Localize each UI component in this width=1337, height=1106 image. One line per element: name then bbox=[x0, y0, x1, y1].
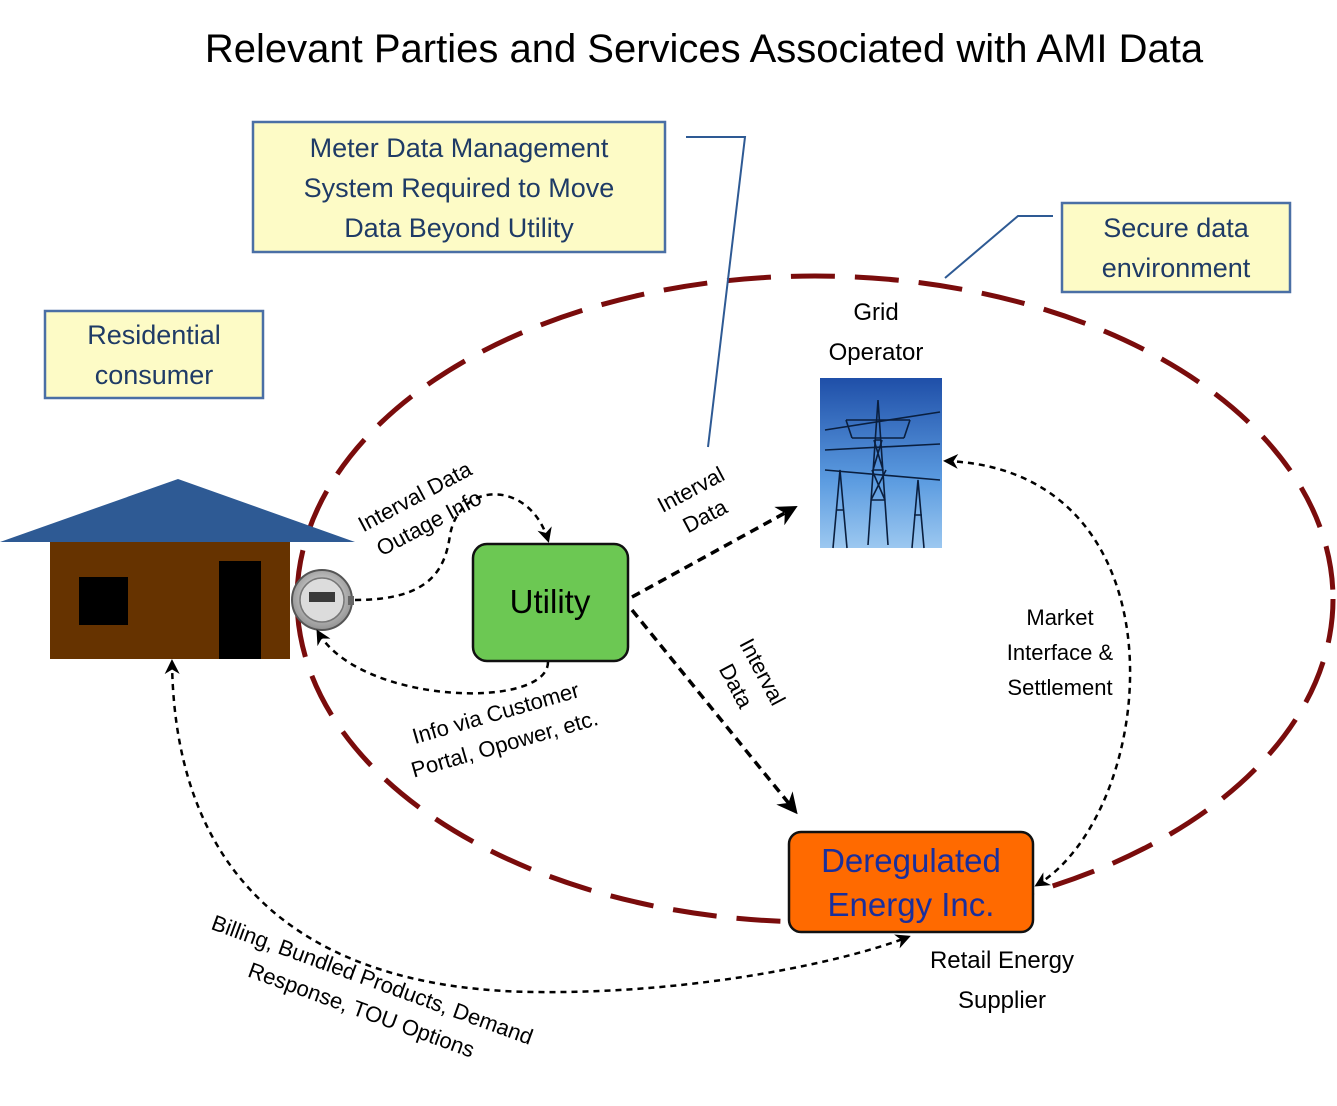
flow-label-grid-deregulated-line-3: Settlement bbox=[1007, 675, 1112, 700]
residential-callout-line-2: consumer bbox=[95, 360, 214, 390]
house-icon bbox=[0, 479, 355, 659]
deregulated-energy-node: Deregulated Energy Inc. bbox=[787, 830, 1035, 934]
flow-utility-to-deregulated bbox=[630, 608, 798, 815]
flow-grid-deregulated bbox=[943, 453, 1132, 887]
secure-data-boundary bbox=[294, 273, 1336, 925]
secure-env-callout-line-2: environment bbox=[1102, 253, 1251, 283]
secure-env-callout: Secure data environment bbox=[1060, 201, 1292, 294]
residential-callout-line-1: Residential bbox=[87, 320, 221, 350]
flow-label-grid-deregulated-line-1: Market bbox=[1026, 605, 1093, 630]
flow-label-grid-deregulated: Market Interface & Settlement bbox=[1007, 605, 1114, 700]
mdms-callout: Meter Data Management System Required to… bbox=[251, 120, 667, 254]
flow-label-grid-deregulated-line-2: Interface & bbox=[1007, 640, 1114, 665]
secure-env-callout-leader bbox=[944, 215, 1053, 279]
flow-label-utility-to-grid: Interval Data bbox=[653, 462, 732, 538]
flow-label-house-deregulated: Billing, Bundled Products, Demand Respon… bbox=[208, 910, 536, 1063]
secure-env-callout-line-1: Secure data bbox=[1103, 213, 1250, 243]
mdms-callout-line-3: Data Beyond Utility bbox=[344, 213, 574, 243]
retail-supplier-label-line-2: Supplier bbox=[958, 987, 1046, 1014]
utility-label: Utility bbox=[510, 583, 591, 620]
residential-callout: Residential consumer bbox=[43, 309, 265, 400]
grid-operator-label-line-1: Grid bbox=[853, 299, 898, 326]
flow-label-meter-to-utility: Interval Data Outage Info bbox=[354, 456, 486, 561]
grid-operator-label-line-2: Operator bbox=[829, 339, 924, 366]
flow-house-deregulated bbox=[164, 659, 911, 994]
mdms-callout-leader bbox=[686, 136, 747, 448]
flow-utility-to-grid bbox=[631, 505, 798, 599]
mdms-callout-line-2: System Required to Move bbox=[304, 173, 615, 203]
flow-meter-to-utility bbox=[354, 493, 552, 602]
power-tower-icon bbox=[820, 378, 942, 549]
deregulated-label-line-1: Deregulated bbox=[821, 842, 1001, 879]
utility-node: Utility bbox=[471, 542, 630, 663]
mdms-callout-line-1: Meter Data Management bbox=[310, 133, 609, 163]
flow-label-utility-to-deregulated: Interval Data bbox=[714, 634, 790, 713]
page-title: Relevant Parties and Services Associated… bbox=[205, 27, 1204, 71]
electric-meter-icon bbox=[291, 569, 354, 631]
deregulated-label-line-2: Energy Inc. bbox=[828, 886, 995, 923]
retail-supplier-label-line-1: Retail Energy bbox=[930, 947, 1074, 974]
